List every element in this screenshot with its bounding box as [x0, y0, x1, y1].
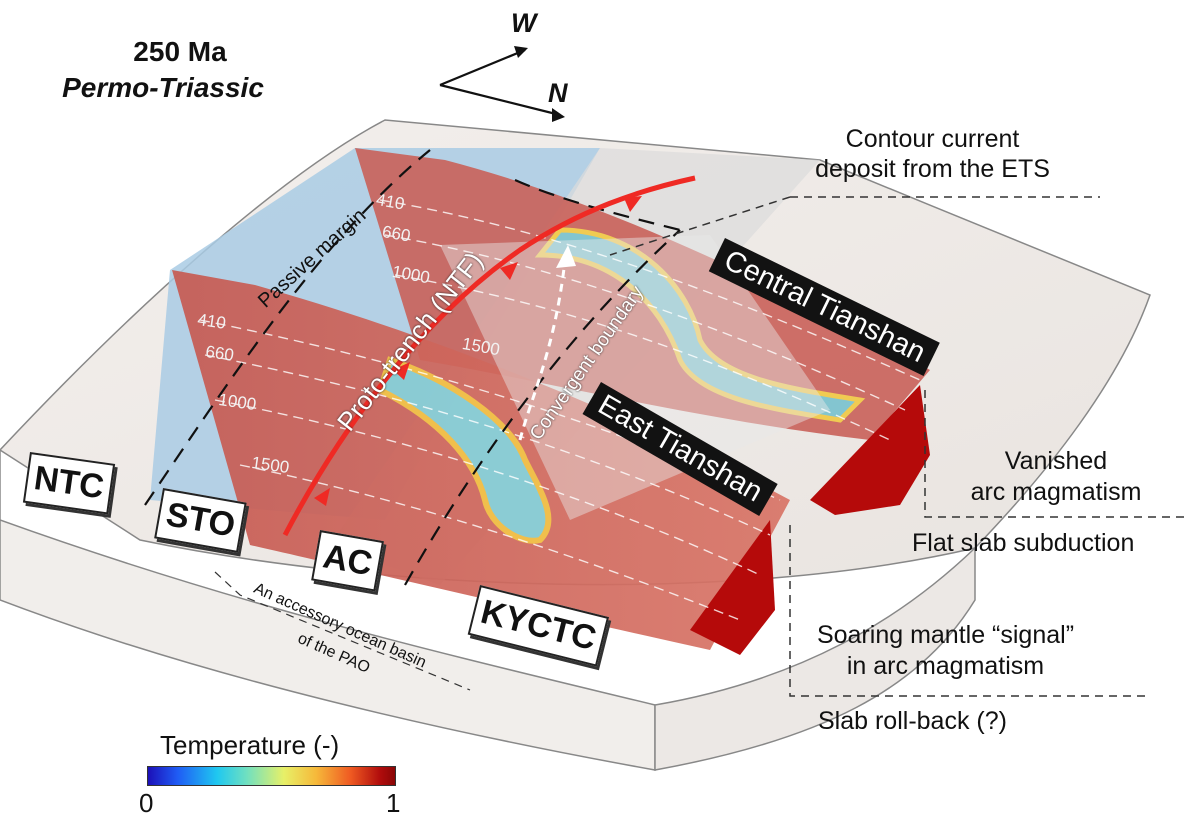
- compass-n-arrowhead: [552, 108, 565, 122]
- accessory-boundary-right: [514, 178, 681, 232]
- contour-current-line2: deposit from the ETS: [815, 155, 1050, 183]
- trench-tooth-2: [393, 362, 410, 380]
- depth-contour-front-3: [214, 399, 761, 576]
- compass-north-label: N: [548, 78, 568, 108]
- depth-contour-back-2: [384, 234, 906, 411]
- rollback-label: Slab roll-back (?): [818, 707, 1007, 735]
- colorbar-label: Temperature (-): [160, 730, 340, 760]
- colorbar-max: 1: [386, 788, 401, 818]
- front-cold-slab: [376, 356, 552, 544]
- block-right-face: [654, 546, 976, 771]
- title-age: 250 Ma: [133, 36, 227, 67]
- colorbar-min: 0: [139, 788, 154, 818]
- depth-west-410: 410: [196, 310, 228, 333]
- passive-margin-boundary: [144, 149, 431, 506]
- right-slab-face-back: [810, 385, 930, 515]
- right-slab-face-front: [690, 520, 775, 655]
- soaring-leader-line: [789, 525, 1145, 697]
- depth-contour-back-1: [379, 199, 921, 381]
- soaring-line2: in arc magmatism: [846, 652, 1045, 680]
- depth-contour-front-4: [239, 464, 741, 621]
- compass-w-arrowhead: [514, 46, 528, 58]
- ac-label-box: AC: [311, 530, 385, 592]
- upwelling-arrow-icon: [518, 259, 567, 441]
- vanished-leader-line: [924, 390, 1190, 518]
- depth-west-660: 660: [204, 342, 236, 365]
- vanished-line2: arc magmatism: [970, 478, 1142, 506]
- compass-arrows-icon: [439, 48, 561, 117]
- trench-tooth-4: [624, 196, 642, 212]
- trench-tooth-3: [500, 262, 518, 280]
- accessory-boundary-left: [404, 229, 681, 586]
- depth-contour-front-2: [204, 354, 771, 536]
- contour-leader-line: [609, 196, 1100, 256]
- upwelling-arrowhead: [556, 245, 576, 268]
- contour-current-line1: Contour current: [845, 125, 1020, 153]
- accessory-leader-line: [214, 571, 471, 691]
- temperature-colorbar: [147, 766, 396, 786]
- flat-slab-label: Flat slab subduction: [912, 529, 1135, 557]
- title-period: Permo-Triassic: [62, 72, 264, 103]
- vanished-line1: Vanished: [1004, 447, 1108, 475]
- soaring-line1: Soaring mantle “signal”: [816, 621, 1075, 649]
- proto-trench-line: [282, 175, 696, 537]
- compass-west-label: W: [511, 8, 537, 38]
- depth-contour-back-3: [394, 274, 891, 441]
- depth-contour-front-1: [199, 319, 781, 501]
- back-cold-slab: [534, 227, 866, 423]
- trench-tooth-1: [314, 488, 330, 506]
